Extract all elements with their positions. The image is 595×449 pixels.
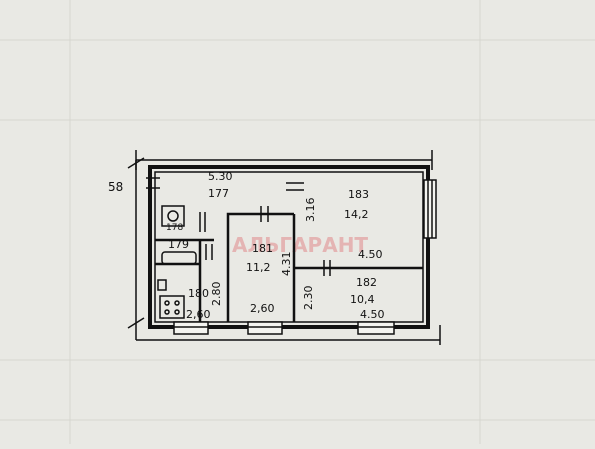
dim-room183-height: 3.16	[304, 198, 317, 223]
room-179-id: 179	[168, 238, 189, 251]
window-bottom-right	[357, 321, 395, 335]
room-180-id: 180	[188, 287, 209, 300]
window-bottom-left	[173, 321, 209, 335]
fixtures	[157, 205, 197, 319]
dim-room182-bottom: 4.50	[360, 308, 385, 321]
window-bottom-center	[247, 321, 283, 335]
room-183-id: 183	[348, 188, 369, 201]
dim-room182-height: 2.30	[302, 286, 315, 311]
room-181-area: 11,2	[246, 261, 271, 274]
stove-icon	[159, 295, 185, 319]
dim-room182-width: 4.50	[358, 248, 383, 261]
room-181-id: 181	[252, 242, 273, 255]
dim-room180-bottom: 2,60	[186, 308, 211, 321]
room-182-id: 182	[356, 276, 377, 289]
block-number: 58	[108, 180, 123, 194]
watermark-text: АЛЬГАРАНТ	[232, 233, 368, 257]
dim-room180-height: 2.80	[210, 282, 223, 307]
room-183-area: 14,2	[344, 208, 369, 221]
room-178-id: 178	[166, 223, 183, 233]
windows	[173, 179, 437, 335]
dim-room181-height: 4.31	[280, 252, 293, 277]
bathtub-icon	[161, 251, 197, 265]
sink-icon	[161, 205, 185, 227]
dim-top: 5.30	[208, 170, 233, 183]
window-right	[423, 179, 437, 239]
shaft-icon	[157, 279, 167, 291]
dim-room181-bottom: 2,60	[250, 302, 275, 315]
outer-walls	[127, 150, 441, 345]
room-182-area: 10,4	[350, 293, 375, 306]
room-177-id: 177	[208, 187, 229, 200]
door-marks	[146, 177, 331, 276]
